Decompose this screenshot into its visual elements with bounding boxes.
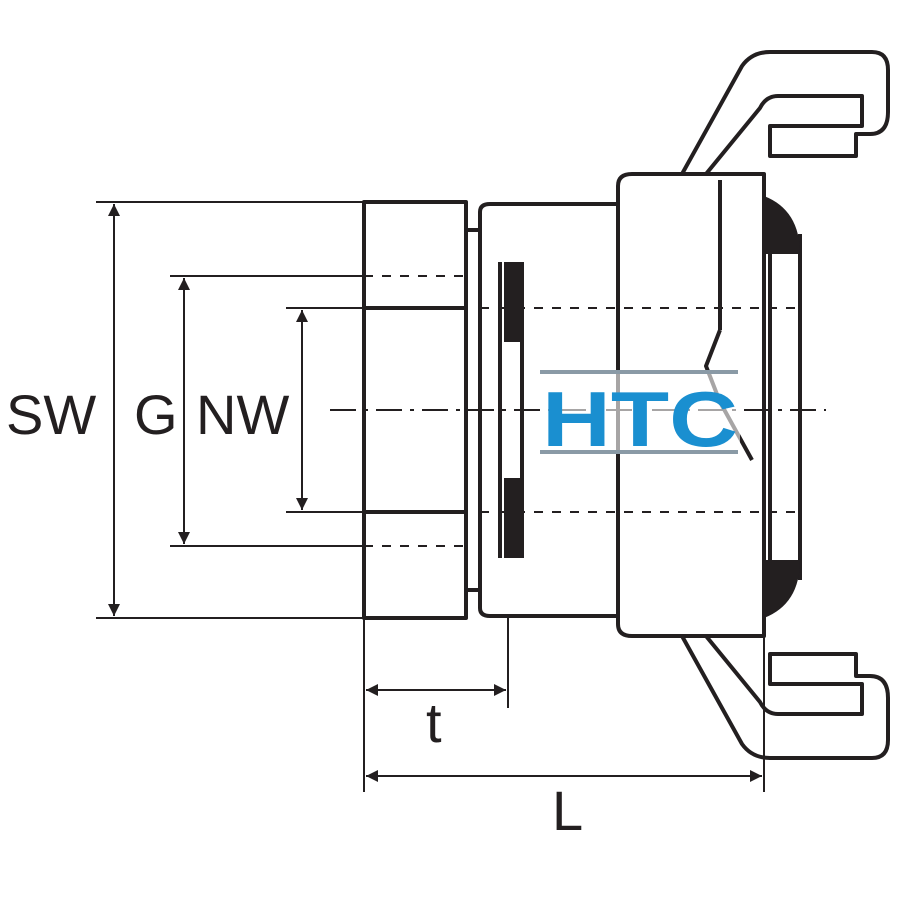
dimension-lines [96, 201, 765, 792]
seal-top [764, 196, 800, 254]
logo-backdrop [540, 374, 740, 452]
sleeve-seal-top [504, 262, 520, 342]
htc-logo: HTC [540, 370, 740, 463]
sleeve-seal-bottom [504, 478, 520, 558]
claw-top [680, 50, 890, 176]
label-nw: NW [196, 383, 289, 446]
label-sw: SW [6, 383, 96, 446]
label-l: L [552, 779, 583, 842]
seal-bottom [764, 560, 800, 618]
claw-bottom [680, 634, 890, 760]
seal [504, 196, 800, 618]
label-t: t [426, 691, 442, 754]
label-g: G [134, 383, 178, 446]
logo-text: HTC [542, 375, 738, 463]
